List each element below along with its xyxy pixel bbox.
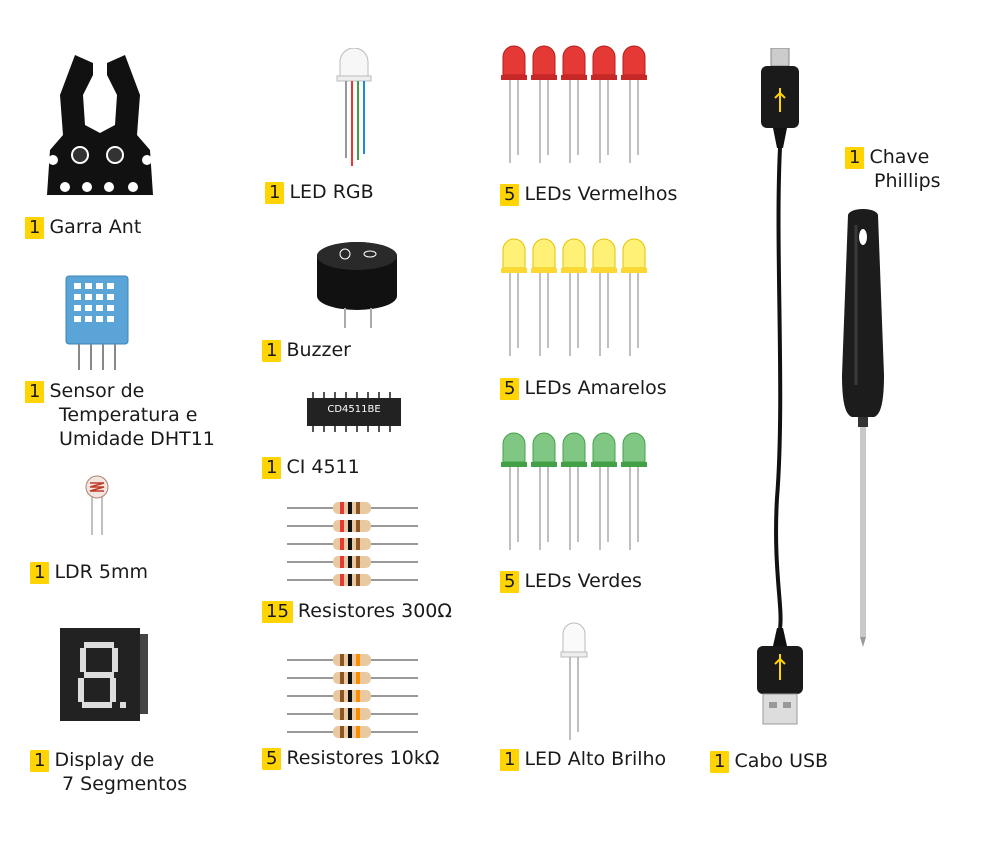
item-name-line1: Sensor de	[49, 380, 145, 402]
item-name: LED RGB	[289, 181, 374, 203]
item-name: LEDs Amarelos	[524, 377, 667, 399]
red-leds-image	[501, 45, 647, 163]
item-name: Resistores 10kΩ	[286, 747, 440, 769]
quantity-badge: 1	[30, 562, 50, 584]
claw-board-image	[47, 55, 153, 195]
item-name: Resistores 300Ω	[297, 600, 452, 622]
quantity-badge: 1	[25, 381, 45, 403]
quantity-badge: 1	[30, 750, 50, 772]
quantity-badge: 1	[845, 147, 865, 169]
quantity-badge: 5	[500, 571, 520, 593]
quantity-badge: 15	[262, 601, 293, 623]
item-name-line1: Chave	[869, 146, 930, 168]
yellow-leds-image	[501, 238, 647, 356]
quantity-badge: 5	[262, 748, 282, 770]
buzzer-image	[317, 242, 397, 328]
quantity-badge: 1	[265, 182, 285, 204]
item-name: LEDs Vermelhos	[524, 183, 678, 205]
dht11-sensor-image	[65, 275, 129, 370]
resistors-300-image	[287, 502, 418, 586]
quantity-badge: 5	[500, 378, 520, 400]
item-name-line2: Phillips	[874, 170, 941, 192]
ldr-image	[85, 475, 109, 535]
high-brightness-led-image	[560, 622, 588, 740]
chip-marking: CD4511BE	[327, 404, 381, 415]
item-name-line2: 7 Segmentos	[62, 773, 188, 795]
item-name: LDR 5mm	[54, 561, 149, 583]
quantity-badge: 5	[500, 184, 520, 206]
rgb-led-image	[336, 48, 372, 166]
quantity-badge: 1	[25, 217, 45, 239]
item-name: Buzzer	[286, 339, 351, 361]
quantity-badge: 1	[262, 457, 282, 479]
item-name-line1: Display de	[54, 749, 155, 771]
resistors-10k-image	[287, 654, 418, 738]
item-name-line2: Temperatura e	[59, 404, 198, 426]
ic-chip-image: CD4511BE	[305, 392, 403, 432]
usb-cable-image	[757, 48, 803, 725]
screwdriver-image	[842, 209, 884, 647]
item-name: CI 4511	[286, 456, 360, 478]
item-name: LED Alto Brilho	[524, 748, 667, 770]
green-leds-image	[501, 432, 647, 550]
item-name: Cabo USB	[734, 750, 829, 772]
seven-segment-display-image	[60, 628, 148, 721]
item-name: LEDs Verdes	[524, 570, 642, 592]
quantity-badge: 1	[710, 751, 730, 773]
item-name: Garra Ant	[49, 216, 142, 238]
item-name-line3: Umidade DHT11	[59, 428, 215, 450]
quantity-badge: 1	[500, 749, 520, 771]
quantity-badge: 1	[262, 340, 282, 362]
